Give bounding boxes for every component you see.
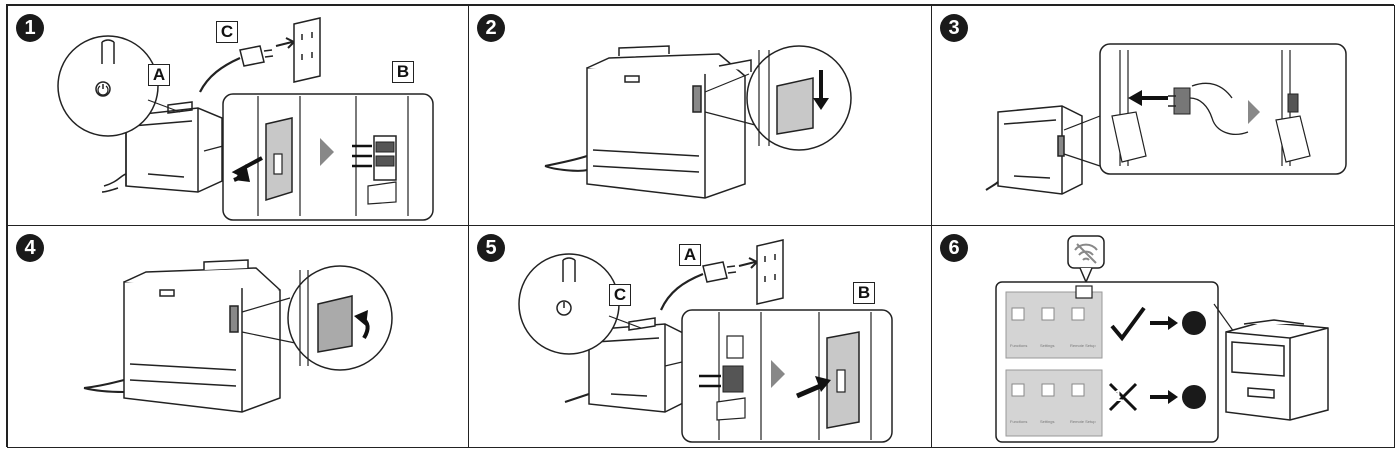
step-number-1: 1: [16, 14, 44, 42]
screen-label-1b: Settings: [1040, 343, 1055, 348]
step-6-panel: 6: [931, 225, 1395, 448]
label-b: B: [853, 282, 875, 304]
label-a: A: [679, 244, 701, 266]
step-4-panel: 4: [7, 225, 469, 448]
instruction-grid: 1: [6, 4, 1395, 448]
screen-label-1c: Remote Setup: [1070, 343, 1096, 348]
step-1-illustration: [57, 17, 434, 221]
screen-wifi-ok: [1005, 291, 1103, 359]
label-c: C: [609, 284, 631, 306]
step-4-illustration: [83, 259, 393, 413]
cross-icon: [1108, 382, 1138, 412]
label-a: A: [148, 64, 170, 86]
step-5-illustration: [518, 239, 893, 443]
step-3-panel: 3: [931, 5, 1395, 226]
label-c: C: [216, 21, 238, 43]
step-2-illustration: [544, 45, 852, 199]
step-number-3: 3: [940, 14, 968, 42]
go-to-step-1-badge: [1182, 385, 1206, 409]
screen-label-2c: Remote Setup: [1070, 419, 1096, 424]
step-number-2: 2: [477, 14, 505, 42]
step-number-4: 4: [16, 234, 44, 262]
screen-label-2b: Settings: [1040, 419, 1055, 424]
step-5-panel: 5: [468, 225, 932, 448]
step-3-illustration: [985, 43, 1347, 195]
screen-wifi-off: [1005, 369, 1103, 437]
step-1-panel: 1: [7, 5, 469, 226]
label-b: B: [392, 61, 414, 83]
step-7-label: 7: [1113, 314, 1123, 331]
screen-label-1a: Functions: [1010, 343, 1028, 348]
step-2-panel: 2: [468, 5, 932, 226]
arrow-right-icon: [1168, 316, 1178, 330]
check-icon: [1110, 306, 1146, 342]
step-6-illustration: [995, 235, 1329, 443]
go-to-step-7-badge: [1182, 311, 1206, 335]
step-1-label: 1: [1113, 388, 1123, 405]
step-number-6: 6: [940, 234, 968, 262]
screen-label-2a: Functions: [1010, 419, 1028, 424]
step-number-5: 5: [477, 234, 505, 262]
arrow-right-icon: [1168, 390, 1178, 404]
